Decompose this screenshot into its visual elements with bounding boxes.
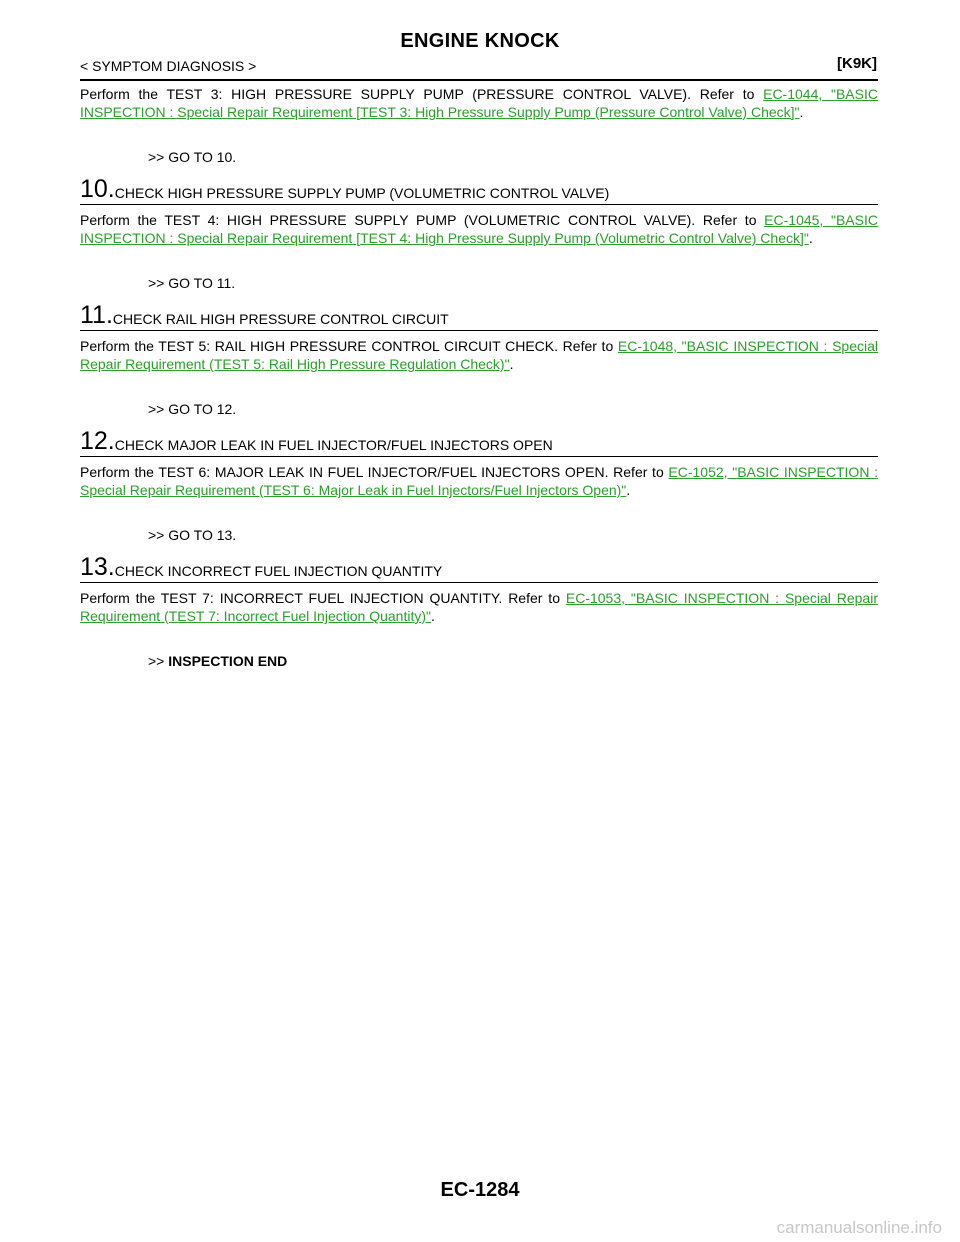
goto-instruction: >> GO TO 11. [148,275,236,291]
section-label: < SYMPTOM DIAGNOSIS > [80,58,257,74]
step-paragraph: Perform the TEST 7: INCORRECT FUEL INJEC… [80,589,878,625]
goto-instruction: >> GO TO 12. [148,401,237,417]
page-title: ENGINE KNOCK [400,30,560,52]
document-body: Perform the TEST 3: HIGH PRESSURE SUPPLY… [80,85,878,670]
step-title: CHECK INCORRECT FUEL INJECTION QUANTITY [114,563,443,579]
step-number: 13. [80,553,115,581]
step-paragraph: Perform the TEST 4: HIGH PRESSURE SUPPLY… [80,211,878,247]
step-11: 11. CHECK RAIL HIGH PRESSURE CONTROL CIR… [80,302,878,418]
reference-link-ec-1052[interactable]: EC-1052, "BASIC INSPECTION : Special Rep… [80,464,878,498]
reference-link-ec-1044[interactable]: EC-1044, "BASIC INSPECTION : Special Rep… [80,86,878,120]
model-code: [K9K] [837,55,877,72]
intro-tail: . [799,104,804,120]
step-12: 12. CHECK MAJOR LEAK IN FUEL INJECTOR/FU… [80,428,878,544]
step-text: Perform the TEST 5: RAIL HIGH PRESSURE C… [80,338,618,354]
step-number: 11. [80,301,113,329]
step-number: 10. [80,175,115,203]
intro-paragraph: Perform the TEST 3: HIGH PRESSURE SUPPLY… [80,85,878,121]
step-paragraph: Perform the TEST 5: RAIL HIGH PRESSURE C… [80,337,878,373]
page-number: EC-1284 [440,1179,520,1201]
step-text: Perform the TEST 4: HIGH PRESSURE SUPPLY… [80,212,765,228]
step-tail: . [509,356,514,372]
header-divider [80,79,878,81]
step-13: 13. CHECK INCORRECT FUEL INJECTION QUANT… [80,554,878,670]
step-heading: 11. CHECK RAIL HIGH PRESSURE CONTROL CIR… [80,302,878,331]
goto-instruction: >> GO TO 10. [148,149,237,165]
reference-link-ec-1048[interactable]: EC-1048, "BASIC INSPECTION : Special Rep… [80,338,878,372]
step-text: Perform the TEST 6: MAJOR LEAK IN FUEL I… [80,464,669,480]
step-heading: 12. CHECK MAJOR LEAK IN FUEL INJECTOR/FU… [80,428,878,457]
watermark: carmanualsonline.info [776,1218,942,1237]
inspection-end: >> INSPECTION END [148,652,878,670]
intro-text: Perform the TEST 3: HIGH PRESSURE SUPPLY… [80,86,764,102]
step-title: CHECK HIGH PRESSURE SUPPLY PUMP (VOLUMET… [114,185,610,201]
step-heading: 10. CHECK HIGH PRESSURE SUPPLY PUMP (VOL… [80,176,878,205]
step-heading: 13. CHECK INCORRECT FUEL INJECTION QUANT… [80,554,878,583]
step-tail: . [808,230,813,246]
step-number: 12. [80,427,115,455]
step-10: 10. CHECK HIGH PRESSURE SUPPLY PUMP (VOL… [80,176,878,292]
step-text: Perform the TEST 7: INCORRECT FUEL INJEC… [80,590,566,606]
goto-instruction: >> GO TO 13. [148,527,237,543]
step-paragraph: Perform the TEST 6: MAJOR LEAK IN FUEL I… [80,463,878,499]
step-tail: . [430,608,435,624]
reference-link-ec-1045[interactable]: EC-1045, "BASIC INSPECTION : Special Rep… [80,212,878,246]
step-tail: . [626,482,631,498]
step-title: CHECK RAIL HIGH PRESSURE CONTROL CIRCUIT [112,311,449,327]
inspection-end-label: INSPECTION END [168,653,288,669]
reference-link-ec-1053[interactable]: EC-1053, "BASIC INSPECTION : Special Rep… [80,590,878,624]
goto-prefix: >> [148,653,169,669]
step-title: CHECK MAJOR LEAK IN FUEL INJECTOR/FUEL I… [114,437,553,453]
